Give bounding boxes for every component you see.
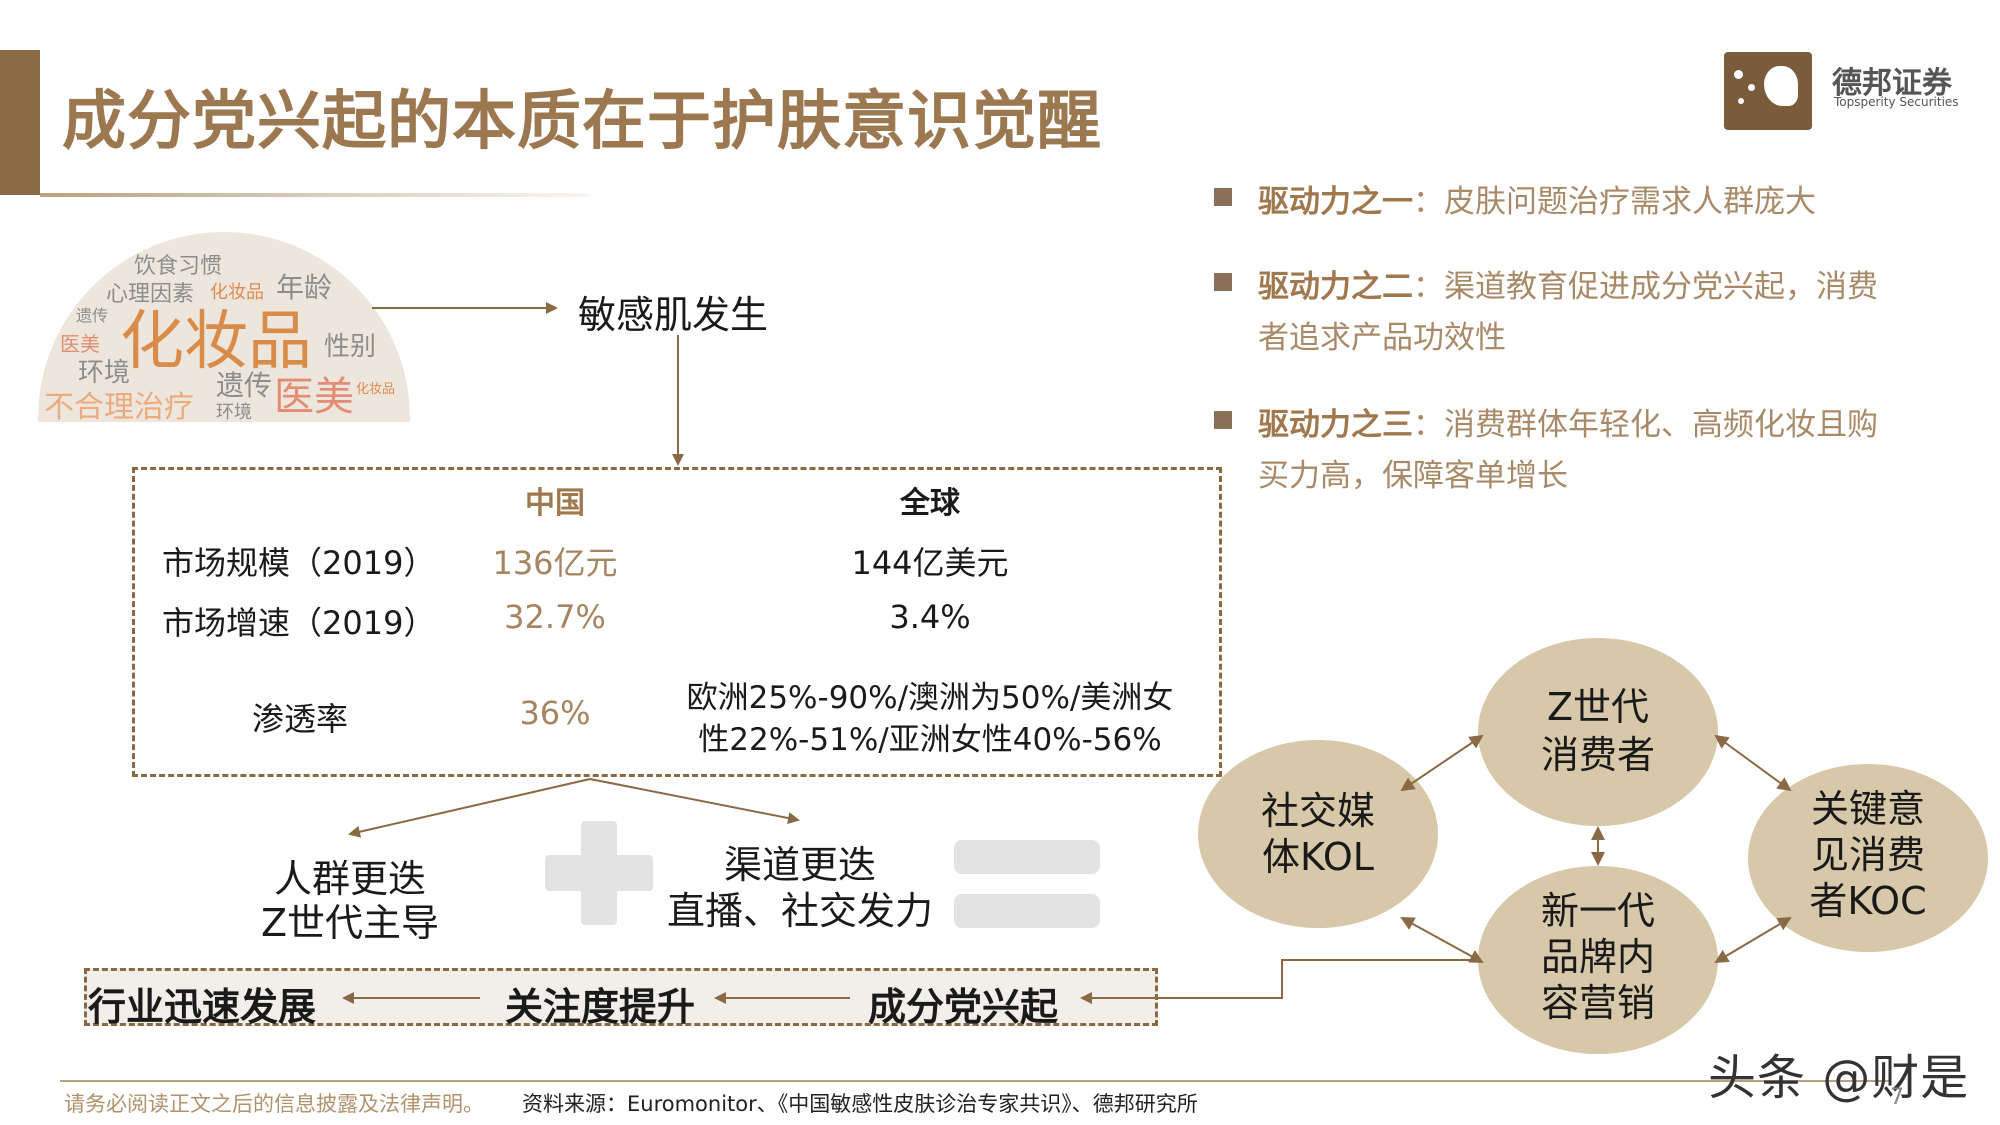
- header-global: 全球: [900, 486, 960, 521]
- circle-koc-line1: 关键意: [1810, 787, 1925, 831]
- header-china: 中国: [525, 486, 585, 521]
- crowd-change-line2: Z世代主导: [260, 901, 440, 945]
- cloud-word: 遗传: [76, 306, 109, 325]
- cloud-word: 医美: [274, 374, 354, 420]
- arrow-table-to-channel: [589, 778, 800, 824]
- cloud-word: 心理因素: [106, 282, 195, 307]
- driver-3-name: 驱动力之三: [1258, 407, 1413, 443]
- row-label-penetration: 渗透率: [251, 700, 348, 738]
- chain-attention-rise: 关注度提升: [505, 985, 696, 1029]
- circle-brand-content: 新一代 品牌内 容营销: [1478, 866, 1718, 1054]
- global-market-size: 144亿美元: [851, 544, 1009, 582]
- circle-social-kol-line1: 社交媒: [1260, 789, 1375, 833]
- driver-3-line2: 买力高，保障客单增长: [1258, 458, 1568, 494]
- driver-1-line1: 驱动力之一：皮肤问题治疗需求人群庞大: [1258, 176, 1816, 221]
- row-label-growth: 市场增速（2019）: [162, 604, 436, 642]
- leopard-logo-icon: [1724, 52, 1812, 130]
- cloud-word: 环境: [78, 358, 131, 388]
- chain-ingredient-rise: 成分党兴起: [868, 985, 1059, 1029]
- driver-2-name: 驱动力之二: [1258, 269, 1413, 305]
- circle-social-kol-line2: 体KOL: [1262, 835, 1374, 879]
- circle-social-kol: 社交媒 体KOL: [1198, 740, 1438, 928]
- china-growth: 32.7%: [504, 598, 606, 636]
- global-penetration-line2: 性22%-51%/亚洲女性40%-56%: [698, 722, 1162, 758]
- data-source: 资料来源：Euromonitor、《中国敏感性皮肤诊治专家共识》、德邦研究所: [522, 1092, 1198, 1116]
- cloud-word: 环境: [216, 402, 252, 422]
- equals-icon: [954, 840, 1100, 874]
- equals-icon-bar: [954, 894, 1100, 928]
- circle-koc-line2: 见消费: [1810, 833, 1925, 877]
- circle-z-generation: Z世代 消费者: [1478, 638, 1718, 826]
- crowd-change-line1: 人群更迭: [273, 857, 426, 901]
- driver-1-text: ：皮肤问题治疗需求人群庞大: [1413, 184, 1816, 220]
- cloud-word: 性别: [324, 332, 377, 362]
- cloud-word: 遗传: [216, 369, 273, 402]
- bullet-square-icon: [1214, 188, 1232, 206]
- plus-icon: [581, 821, 617, 925]
- circle-z-generation-line2: 消费者: [1540, 733, 1655, 777]
- result-chain-box: [84, 968, 1158, 1026]
- arrow-table-to-crowd: [348, 778, 591, 838]
- cloud-word: 医美: [60, 332, 100, 356]
- circle-brand-content-line1: 新一代: [1540, 889, 1655, 933]
- cloud-word: 饮食习惯: [134, 254, 223, 279]
- driver-1-name: 驱动力之一: [1258, 184, 1413, 220]
- bullet-square-icon: [1214, 411, 1232, 429]
- circle-brand-content-line3: 容营销: [1540, 981, 1655, 1025]
- driver-2-text: ：渠道教育促进成分党兴起，消费: [1413, 269, 1878, 305]
- logo-name-cn: 德邦证券: [1832, 66, 1952, 101]
- row-label-market-size: 市场规模（2019）: [162, 544, 436, 582]
- driver-3-line1: 驱动力之三：消费群体年轻化、高频化妆且购: [1258, 399, 1878, 444]
- circle-brand-content-line2: 品牌内: [1540, 935, 1655, 979]
- bullet-square-icon: [1214, 273, 1232, 291]
- cloud-word: 化妆品: [210, 282, 264, 303]
- driver-2-line1: 驱动力之二：渠道教育促进成分党兴起，消费: [1258, 261, 1878, 306]
- page-number: 7: [1890, 1085, 1904, 1110]
- arrow-kol-zgen: [1400, 734, 1484, 792]
- page-title: 成分党兴起的本质在于护肤意识觉醒: [62, 85, 1102, 159]
- cloud-word: 化妆品: [120, 305, 312, 379]
- cloud-word: 年龄: [276, 271, 333, 304]
- circle-z-generation-line1: Z世代: [1546, 685, 1650, 729]
- watermark: 头条 @财是: [1708, 1050, 1970, 1106]
- title-accent-bar: [0, 50, 40, 195]
- arrow-brand-koc: [1714, 916, 1792, 964]
- header-divider: [40, 193, 590, 197]
- global-growth: 3.4%: [889, 598, 971, 636]
- circle-koc-line3: 者KOC: [1809, 879, 1927, 923]
- footer-divider: [60, 1080, 1890, 1082]
- global-penetration-line1: 欧洲25%-90%/澳洲为50%/美洲女: [686, 680, 1174, 716]
- arrow-kol-brand: [1400, 917, 1484, 963]
- driver-2-line2: 者追求产品功效性: [1258, 320, 1506, 356]
- arrow-circles-to-chain: [1080, 959, 1478, 1004]
- china-penetration: 36%: [519, 694, 591, 732]
- market-data-box: [132, 467, 1222, 777]
- china-market-size: 136亿元: [492, 544, 618, 582]
- chain-industry-growth: 行业迅速发展: [88, 985, 317, 1029]
- channel-change-line1: 渠道更迭: [723, 843, 876, 887]
- sensitive-skin-label: 敏感肌发生: [578, 293, 769, 337]
- channel-change-line2: 直播、社交发力: [666, 889, 933, 933]
- arrow-zgen-koc: [1714, 734, 1792, 792]
- driver-3-text: ：消费群体年轻化、高频化妆且购: [1413, 407, 1878, 443]
- legal-disclaimer: 请务必阅读正文之后的信息披露及法律声明。: [64, 1092, 484, 1116]
- cloud-word: 不合理治疗: [44, 390, 194, 422]
- cloud-word: 化妆品: [356, 382, 396, 397]
- logo-name-en: Topsperity Securities: [1834, 95, 1959, 109]
